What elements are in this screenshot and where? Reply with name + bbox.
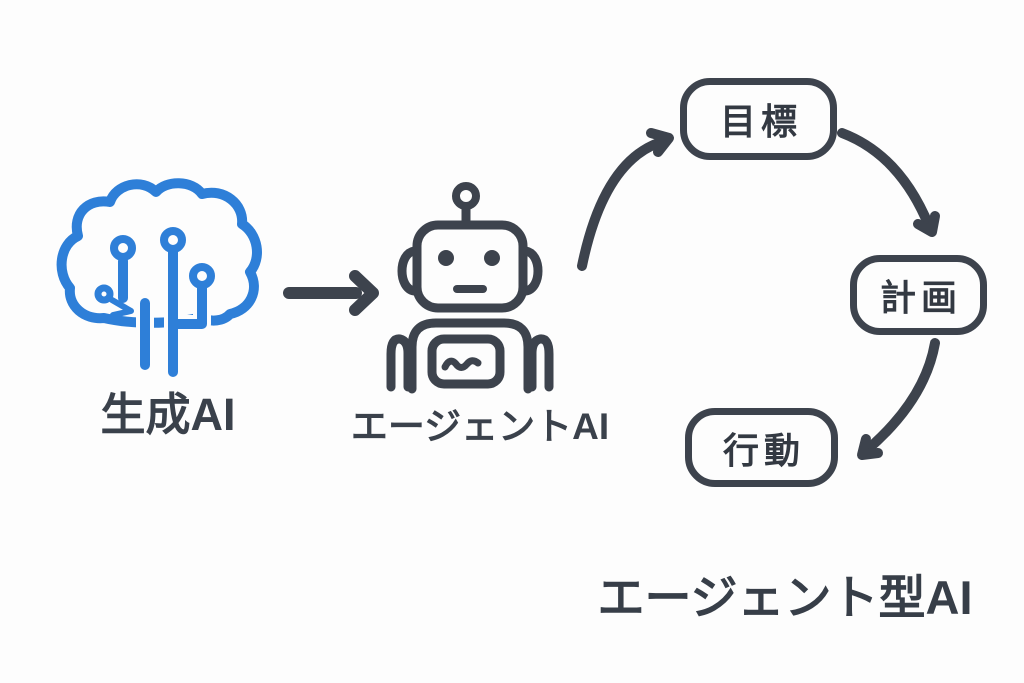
cycle-title: エージェント型AI xyxy=(597,571,973,624)
cycle-node-action-label: 行動 xyxy=(722,429,805,471)
cycle-node-action: 行動 xyxy=(685,408,838,487)
cycle-node-plan: 計画 xyxy=(850,255,987,335)
agent-ai-label: エージェントAI xyxy=(350,406,610,447)
arrow-goal-to-plan xyxy=(837,128,940,237)
generative-ai-label: 生成AI xyxy=(100,389,236,440)
cycle-node-plan-label: 計画 xyxy=(879,277,962,318)
circuit-brain-icon xyxy=(56,178,262,381)
robot-icon xyxy=(386,182,554,394)
arrow-plan-to-action xyxy=(857,338,940,460)
arrow-agent-to-goal xyxy=(577,128,674,271)
right-arrow-icon xyxy=(283,270,379,316)
cycle-node-goal-label: 目標 xyxy=(719,101,802,142)
cycle-node-goal: 目標 xyxy=(680,78,837,160)
